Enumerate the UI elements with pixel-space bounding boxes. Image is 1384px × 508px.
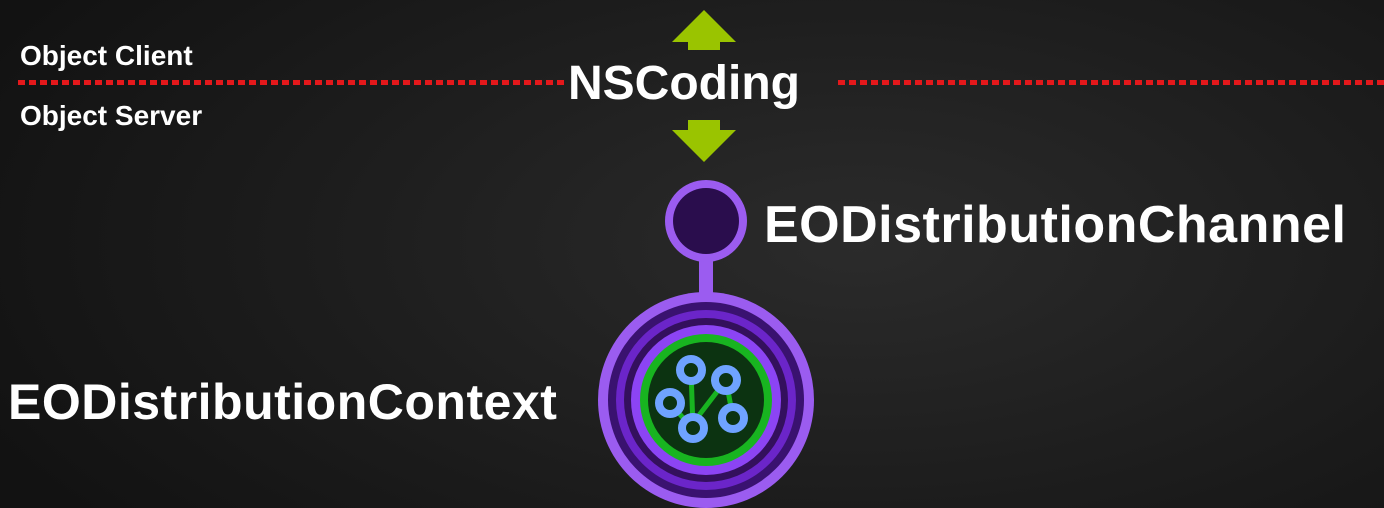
object-client-label: Object Client — [20, 40, 193, 71]
protocol-label: NSCoding — [568, 57, 800, 110]
channel-label: EODistributionChannel — [764, 196, 1347, 254]
network-icon — [655, 355, 748, 443]
context-label: EODistributionContext — [8, 374, 558, 430]
arrow-up-icon — [672, 10, 736, 50]
channel-node-icon — [665, 180, 747, 262]
context-node-icon — [598, 292, 814, 508]
layer-boundary-right — [838, 80, 1384, 85]
object-server-label: Object Server — [20, 100, 203, 131]
layer-boundary-left — [18, 80, 568, 85]
connector-line — [699, 254, 713, 302]
arrow-down-icon — [672, 120, 736, 162]
